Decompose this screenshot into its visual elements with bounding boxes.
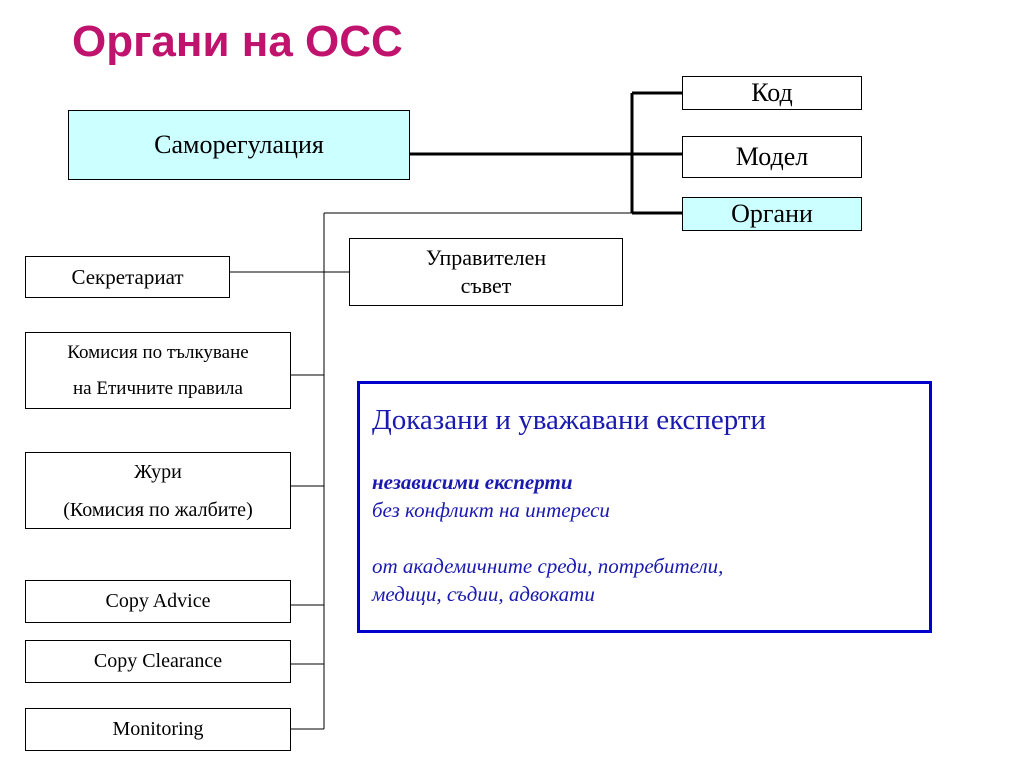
node-copy-advice-label: Copy Advice [105,590,211,612]
experts-from-line1: от академичните среди, потребители, [372,554,724,578]
experts-independent: независими експерти [372,470,573,494]
node-interpretation-line2: на Етичните правила [73,377,243,399]
node-jury-line2: (Комисия по жалбите) [63,498,253,521]
experts-heading: Доказани и уважавани експерти [372,404,767,436]
page-title: Органи на ОСС [72,17,403,66]
node-management-board-line1: Управителен [425,245,547,270]
node-interpretation-commission: Комисия по тълкуване на Етичните правила [25,332,291,409]
tree-to-bodies-list [230,212,632,730]
node-copy-advice: Copy Advice [25,580,291,623]
experts-panel: Доказани и уважавани експерти независими… [357,381,932,633]
node-secretariat-label: Секретариат [71,264,184,289]
node-interpretation-line1: Комисия по тълкуване [67,341,249,363]
node-self-regulation: Саморегулация [68,110,410,180]
node-model-label: Модел [735,142,809,171]
node-management-board: Управителен съвет [349,238,623,306]
node-bodies: Органи [682,197,862,231]
node-copy-clearance-label: Copy Clearance [93,650,223,672]
node-management-board-line2: съвет [460,273,512,298]
node-secretariat: Секретариат [25,256,230,298]
node-copy-clearance: Copy Clearance [25,640,291,683]
node-bodies-label: Органи [731,199,813,228]
node-self-regulation-label: Саморегулация [154,130,324,159]
node-jury-line1: Жури [134,460,182,483]
experts-from-line2: медици, съдии, адвокати [372,582,595,606]
node-monitoring: Monitoring [25,708,291,751]
bracket-to-code-model-bodies [410,91,682,215]
node-code: Код [682,76,862,110]
node-monitoring-label: Monitoring [112,718,204,740]
node-code-label: Код [751,78,793,107]
node-model: Модел [682,136,862,178]
node-jury: Жури (Комисия по жалбите) [25,452,291,529]
experts-no-conflict: без конфликт на интереси [372,498,610,522]
